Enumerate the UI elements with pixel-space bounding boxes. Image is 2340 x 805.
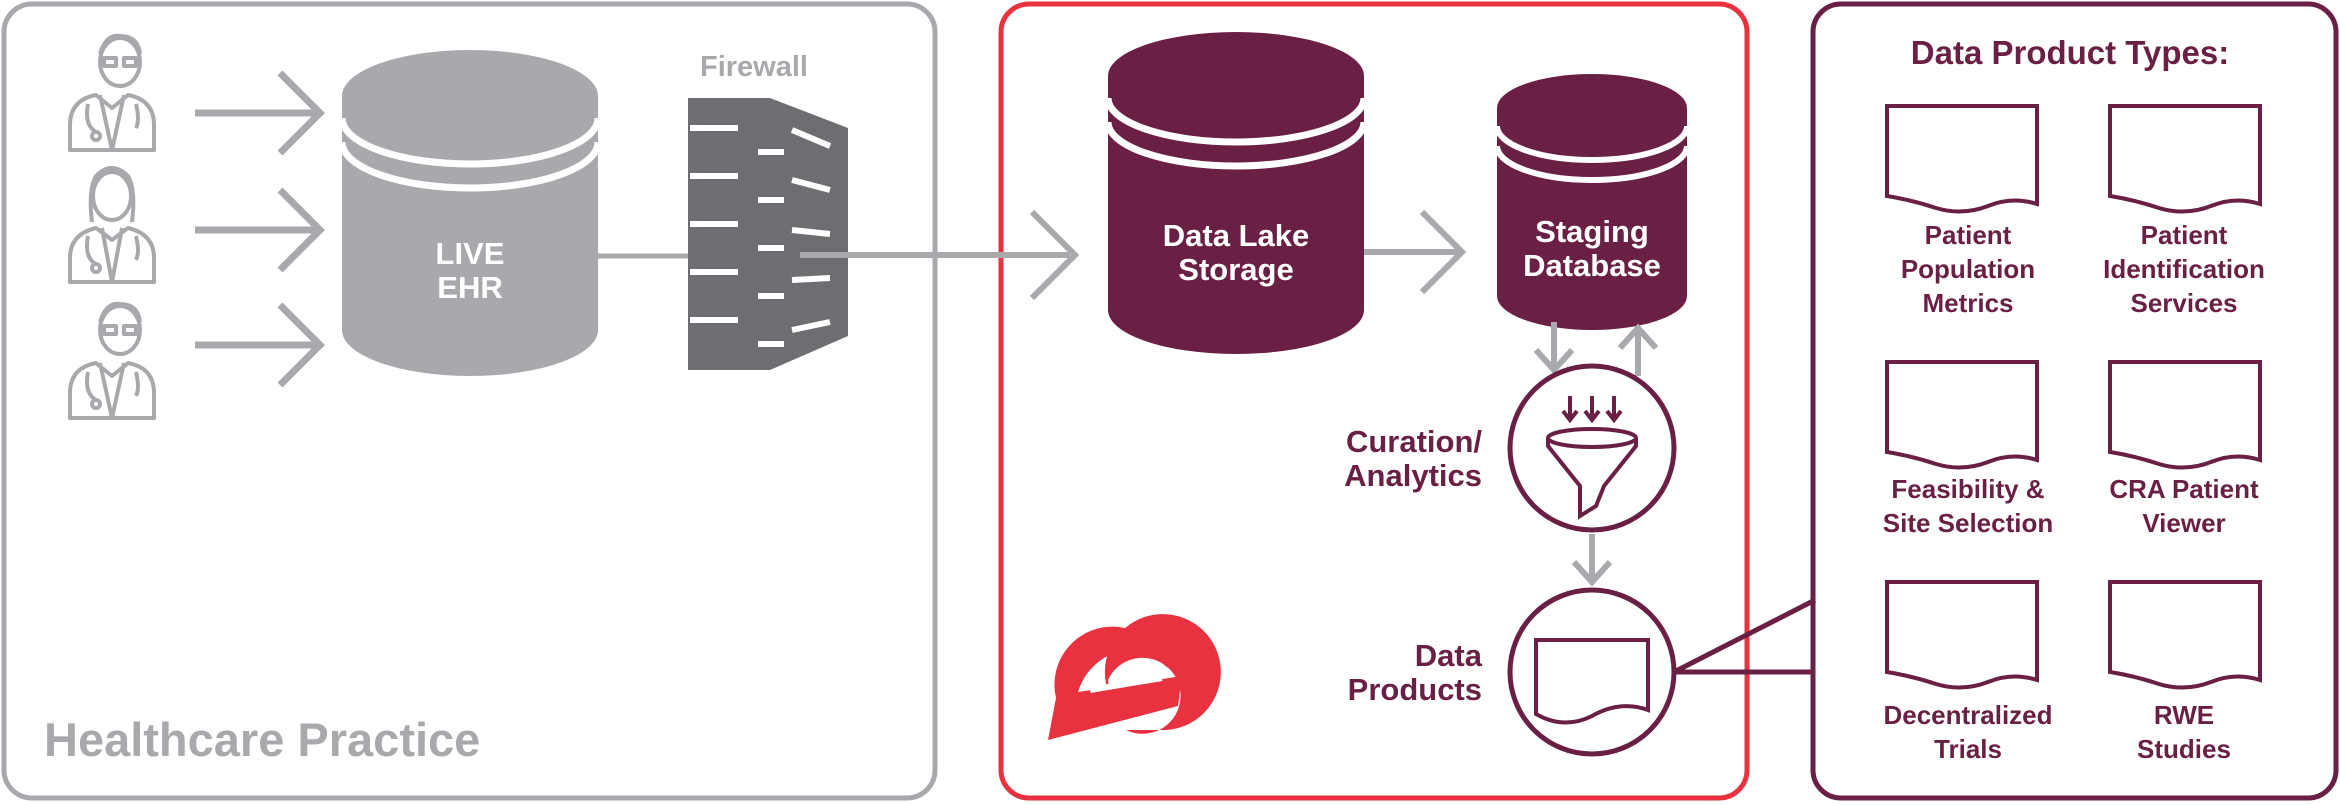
document-icon [2108, 360, 2262, 470]
product-types-panel [1810, 1, 2339, 801]
data-lake-to-staging-arrow [1364, 209, 1467, 295]
product-item-label: Population [1901, 254, 2035, 284]
healthcare-practice-title: Healthcare Practice [44, 713, 480, 766]
product-item-label: Feasibility & [1891, 474, 2044, 504]
data-lake-label-line2: Storage [1178, 252, 1293, 287]
curation-label-line2: Analytics [1344, 458, 1482, 493]
data-lake-database-icon [1104, 32, 1368, 354]
data-products-document-icon [1507, 587, 1677, 757]
product-item-label: RWE [2154, 700, 2214, 730]
products-label-line1: Data [1415, 638, 1483, 673]
staging-curation-arrows [1533, 322, 1659, 376]
document-icon [1885, 360, 2039, 470]
doctor-female-icon [68, 166, 156, 284]
products-label-line2: Products [1348, 672, 1482, 707]
staging-label-line1: Staging [1535, 214, 1649, 249]
curation-to-products-arrow [1571, 534, 1613, 587]
data-lake-label-line1: Data Lake [1163, 218, 1309, 253]
curation-label-line1: Curation/ [1346, 424, 1482, 459]
firewall-to-data-lake-arrow [800, 209, 1080, 301]
document-icon [1885, 580, 2039, 690]
product-item-label: Identification [2103, 254, 2265, 284]
document-icon [1885, 104, 2039, 214]
products-to-types-connector [1672, 597, 1817, 675]
firewall-label: Firewall [700, 51, 808, 83]
product-item-label: Patient [1925, 220, 2012, 250]
live-ehr-database-icon [338, 50, 602, 376]
product-item-label: Viewer [2142, 508, 2225, 538]
product-item-label: CRA Patient [2109, 474, 2259, 504]
product-item-label: Trials [1934, 734, 2002, 764]
product-types-title: Data Product Types: [1911, 34, 2229, 71]
product-item-label: Services [2131, 288, 2238, 318]
staging-database-icon [1494, 74, 1690, 330]
product-doc-icons [1885, 104, 2262, 690]
doctor-male-icon [68, 301, 156, 420]
curation-funnel-icon [1507, 363, 1677, 533]
product-item-label: Patient [2141, 220, 2228, 250]
doctor-male-icon [68, 33, 156, 152]
document-icon [2108, 104, 2262, 214]
e-logo-icon [1048, 614, 1221, 740]
staff-to-ehr-arrows [195, 70, 325, 388]
product-item-label: Studies [2137, 734, 2231, 764]
product-item-label: Site Selection [1883, 508, 2054, 538]
ehr-label-line1: LIVE [436, 236, 505, 271]
ehr-label-line2: EHR [437, 270, 502, 305]
product-item-label: Metrics [1922, 288, 2013, 318]
document-icon [2108, 580, 2262, 690]
product-item-label: Decentralized [1883, 700, 2052, 730]
staging-label-line2: Database [1523, 248, 1661, 283]
firewall-icon [688, 98, 848, 370]
